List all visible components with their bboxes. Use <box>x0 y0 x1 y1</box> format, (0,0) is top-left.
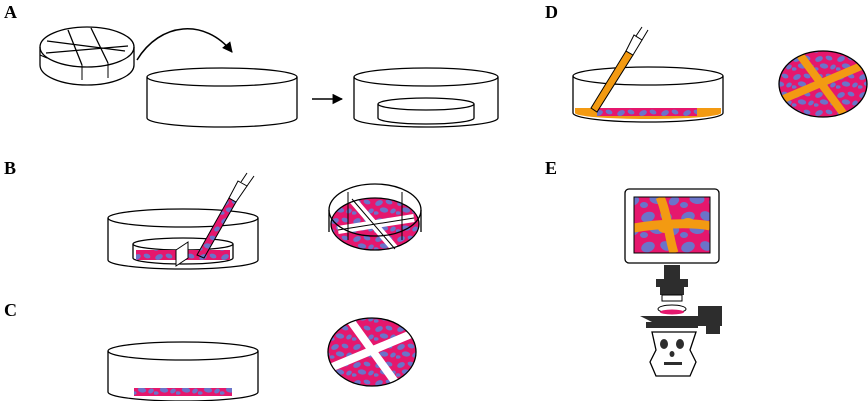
monitor-icon <box>624 188 720 264</box>
scratch-top-view <box>327 317 417 387</box>
petri-dish-icon <box>146 67 298 128</box>
filled-gap-top-view <box>778 50 868 118</box>
panel-label-e: E <box>545 158 558 178</box>
panel-label-c: C <box>4 300 17 320</box>
panel-c <box>107 317 417 401</box>
panel-b <box>107 172 422 270</box>
curved-arrow-icon <box>136 28 233 61</box>
panel-label-d: D <box>545 2 558 22</box>
panel-label-b: B <box>4 158 17 178</box>
cell-monolayer <box>134 388 232 396</box>
cell-monolayer <box>597 108 697 116</box>
panel-label-a: A <box>4 2 17 22</box>
pipette-icon <box>196 172 255 259</box>
panel-d <box>572 26 868 123</box>
microscope-icon <box>640 265 722 377</box>
panel-e <box>624 188 722 377</box>
panel-a <box>39 26 499 128</box>
cross-insert-icon <box>39 26 135 86</box>
petri-dish-with-insert <box>353 67 499 128</box>
insert-top-view <box>328 183 422 251</box>
pipette-icon <box>590 26 649 113</box>
